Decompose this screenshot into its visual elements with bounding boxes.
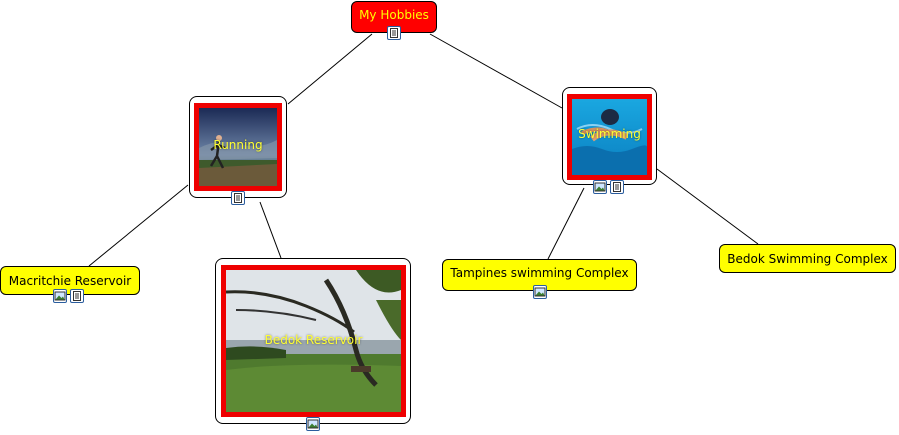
link-root-swimming — [429, 33, 563, 109]
bedok-reservoir-image — [226, 270, 401, 412]
picture-icon[interactable] — [593, 180, 607, 194]
picture-icon[interactable] — [306, 417, 320, 431]
bedok-reservoir-node[interactable]: Bedok Reservoir — [215, 258, 411, 424]
note-icon[interactable] — [70, 289, 84, 303]
picture-icon[interactable] — [533, 285, 547, 299]
note-icon[interactable] — [387, 26, 401, 40]
link-running-macritchie — [88, 184, 189, 267]
note-icon[interactable] — [231, 191, 245, 205]
picture-icon[interactable] — [53, 289, 67, 303]
swimming-node[interactable]: Swimming — [562, 87, 657, 185]
link-running-bedok-reservoir — [259, 201, 282, 259]
note-icon[interactable] — [610, 180, 624, 194]
running-image — [199, 108, 277, 186]
link-root-running — [287, 33, 373, 105]
macritchie-reservoir-label: Macritchie Reservoir — [8, 273, 132, 288]
link-swimming-tampines — [547, 187, 585, 260]
tampines-swimming-complex-label: Tampines swimming Complex — [450, 266, 629, 280]
root-node-label: My Hobbies — [359, 8, 429, 22]
running-node[interactable]: Running — [189, 96, 287, 198]
bedok-swimming-complex-label: Bedok Swimming Complex — [727, 251, 888, 266]
swimming-image — [572, 99, 647, 175]
bedok-swimming-complex-node[interactable]: Bedok Swimming Complex — [719, 244, 896, 273]
link-swimming-bedok-swimming — [656, 168, 759, 245]
